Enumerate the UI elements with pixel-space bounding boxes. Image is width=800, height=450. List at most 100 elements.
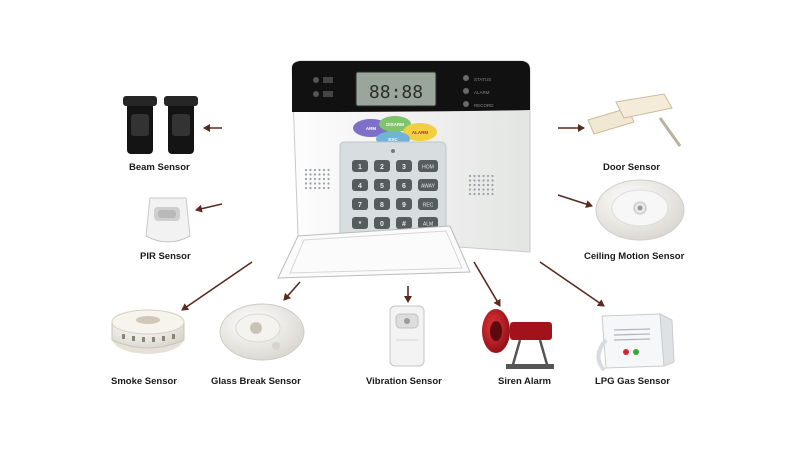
speaker-grills — [304, 168, 494, 196]
keypad-key-0[interactable] — [374, 217, 390, 229]
speaker-hole — [486, 179, 490, 182]
ceiling-motion-sensor-image — [595, 179, 685, 241]
function-key-label: ALM — [423, 222, 433, 228]
speaker-hole — [309, 168, 312, 172]
speaker-hole — [473, 192, 476, 196]
keypad-key-label: 7 — [358, 202, 362, 209]
keypad-key-2[interactable] — [374, 160, 390, 172]
arm-button-label: ARM — [366, 126, 376, 131]
speaker-hole — [473, 188, 476, 191]
keypad-key-*[interactable] — [352, 217, 368, 229]
speaker-hole — [486, 188, 490, 191]
speaker-hole — [468, 174, 472, 178]
speaker-hole — [318, 173, 321, 176]
lpg-gas-sensor-label: LPG Gas Sensor — [595, 376, 670, 387]
siren-arrow — [473, 261, 501, 307]
speaker-hole — [473, 183, 476, 187]
record-label: RECORD — [474, 103, 494, 108]
function-buttons: ARM DISARM ALARM ESC — [353, 116, 437, 147]
speaker-hole — [313, 186, 317, 190]
speaker-hole — [327, 186, 330, 190]
ceiling-motion-sensor-label: Ceiling Motion Sensor — [584, 251, 685, 262]
speaker-hole — [322, 177, 326, 181]
speaker-hole — [304, 182, 308, 185]
speaker-hole — [491, 188, 494, 191]
indicator-power-icon — [323, 77, 333, 83]
speaker-hole — [318, 182, 321, 185]
door-sensor-label: Door Sensor — [603, 162, 661, 173]
siren-alarm-label: Siren Alarm — [498, 376, 551, 387]
keypad-key-1[interactable] — [352, 160, 368, 172]
speaker-hole — [468, 192, 472, 196]
function-key-label: AWAY — [421, 184, 436, 190]
function-key-label: HOM — [422, 165, 434, 171]
indicator-phone-icon — [323, 91, 333, 97]
keypad-key-8[interactable] — [374, 198, 390, 210]
speaker-hole — [477, 179, 481, 182]
function-key-rec[interactable] — [418, 198, 438, 210]
keypad-key-label: 5 — [380, 183, 384, 190]
speaker-hole — [322, 186, 326, 190]
speaker-hole — [327, 173, 330, 176]
speaker-hole — [327, 177, 330, 181]
speaker-hole — [322, 168, 326, 172]
lpg-arrow — [539, 261, 605, 307]
keypad-key-label: # — [402, 221, 406, 228]
keypad-key-6[interactable] — [396, 179, 412, 191]
esc-button-label: ESC — [388, 137, 398, 142]
keypad-key-label: 9 — [402, 202, 406, 209]
glass-break-sensor-image — [219, 303, 305, 361]
speaker-hole — [304, 168, 308, 172]
glass-break-arrow — [283, 281, 301, 301]
speaker-hole — [477, 174, 481, 178]
keypad-key-label: 4 — [358, 183, 362, 190]
speaker-hole — [309, 182, 312, 185]
speaker-hole — [309, 186, 312, 190]
indicator-light-icon — [313, 77, 319, 83]
alarm-button-label: ALARM — [412, 130, 428, 135]
speaker-hole — [309, 177, 312, 181]
keypad-key-7[interactable] — [352, 198, 368, 210]
speaker-hole — [482, 188, 485, 191]
speaker-hole — [322, 173, 326, 176]
function-key-away[interactable] — [418, 179, 438, 191]
speaker-hole — [486, 192, 490, 196]
speaker-hole — [468, 183, 472, 187]
beam-sensor-label: Beam Sensor — [129, 162, 190, 173]
smoke-sensor-label: Smoke Sensor — [111, 376, 177, 387]
keypad-key-3[interactable] — [396, 160, 412, 172]
vibration-sensor-label: Vibration Sensor — [366, 376, 442, 387]
speaker-hole — [313, 173, 317, 176]
speaker-hole — [473, 174, 476, 178]
speaker-hole — [327, 182, 330, 185]
keypad-key-label: 0 — [380, 221, 384, 228]
speaker-hole — [309, 173, 312, 176]
speaker-hole — [486, 174, 490, 178]
ceiling-arrow — [557, 194, 593, 208]
function-key-alm[interactable] — [418, 217, 438, 229]
keypad-key-#[interactable] — [396, 217, 412, 229]
keypad-led-icon — [391, 149, 395, 153]
alarm-label: ALARM — [474, 90, 490, 95]
speaker-hole — [491, 192, 494, 196]
smoke-sensor-image — [111, 309, 185, 354]
disarm-button-label: DISARM — [386, 122, 404, 127]
smoke-arrow — [181, 261, 253, 311]
alarm-button[interactable] — [403, 123, 437, 141]
keypad-key-9[interactable] — [396, 198, 412, 210]
alarm-control-panel: 88:88 STATUS ALARM RECORD ARM DISARM ALA… — [277, 60, 531, 279]
connection-arrows — [181, 124, 605, 311]
speaker-hole — [473, 179, 476, 182]
keypad-key-label: 8 — [380, 202, 384, 209]
speaker-hole — [491, 174, 494, 178]
disarm-button[interactable] — [379, 116, 411, 132]
keypad-key-5[interactable] — [374, 179, 390, 191]
speaker-hole — [468, 179, 472, 182]
speaker-hole — [304, 173, 308, 176]
speaker-hole — [482, 174, 485, 178]
keypad-key-4[interactable] — [352, 179, 368, 191]
siren-alarm-image — [482, 309, 554, 369]
function-key-label: REC — [423, 203, 434, 209]
function-key-hom[interactable] — [418, 160, 438, 172]
